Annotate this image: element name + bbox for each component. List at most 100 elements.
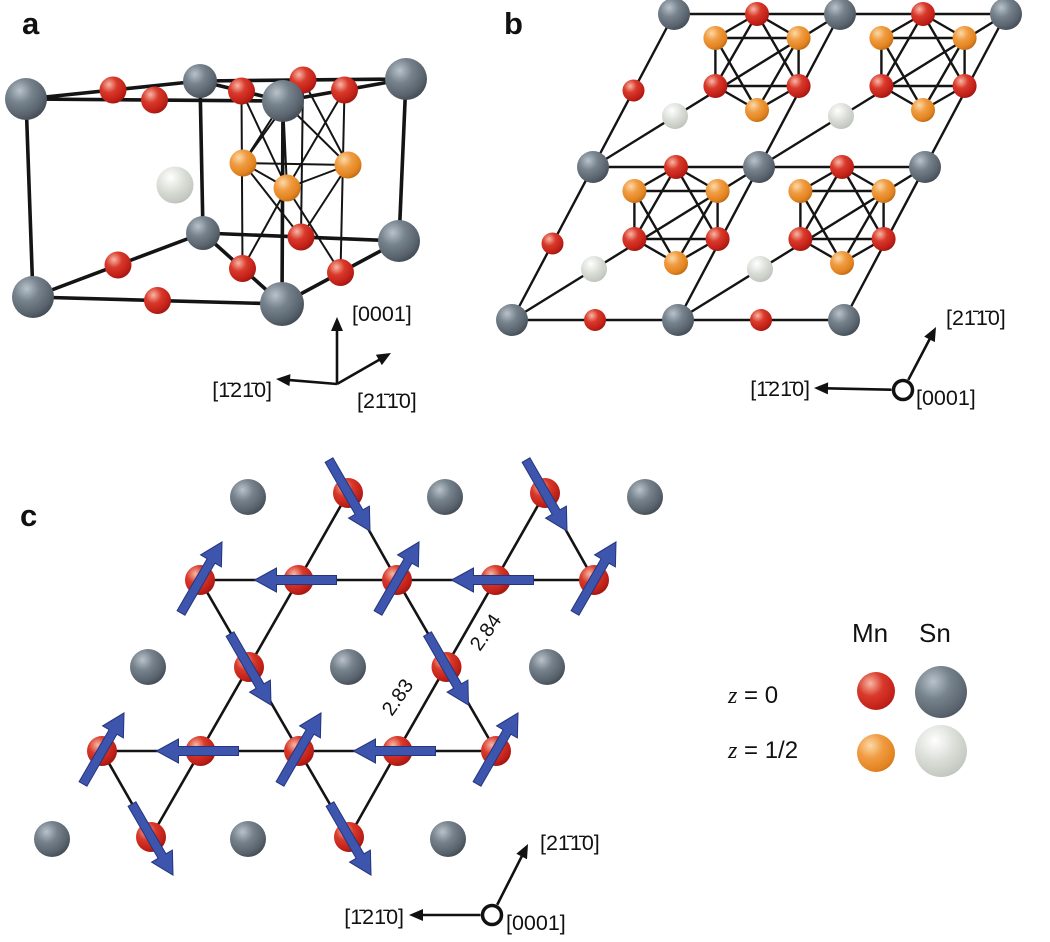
bond: [674, 189, 719, 265]
axis-label-2110-a: [21̄1̄0]: [357, 389, 417, 413]
z0-value: = 0: [737, 682, 779, 709]
atom-mn0: [99, 76, 127, 104]
axis-arrowhead: [331, 317, 343, 331]
bond: [397, 77, 408, 243]
bond: [799, 165, 844, 241]
axis-arrow-shaft: [825, 386, 892, 392]
atom-sn12: [156, 166, 194, 204]
atom-sn0: [824, 0, 856, 30]
atom-mn0: [141, 86, 168, 114]
spin-arrow: [253, 567, 337, 593]
spin-arrow: [325, 801, 372, 877]
atom-mn12: [786, 26, 811, 50]
atom-sn0: [186, 216, 220, 250]
atom-mn0: [952, 74, 977, 98]
spin-arrow: [275, 711, 322, 787]
axis-arrowhead: [375, 353, 391, 366]
axis-arrowhead: [516, 844, 528, 860]
atom-sn0: [662, 304, 694, 336]
legend-sphere-mn-z12: [857, 734, 895, 772]
axis-label-0001-a: [0001]: [352, 302, 412, 326]
bond: [302, 79, 349, 166]
atom-sn0: [743, 151, 775, 183]
bond: [674, 165, 719, 241]
atom-mn0: [331, 76, 358, 104]
atom-mn0: [830, 155, 854, 179]
axis-label-0001-c: [0001]: [506, 911, 566, 935]
atom-sn0: [378, 220, 420, 262]
atom-mn12: [703, 26, 728, 50]
atom-sn0: [130, 649, 166, 685]
atom-mn0: [786, 74, 811, 98]
bond: [840, 189, 885, 265]
panel-b-axis-labels: [21̄1̄0] [1̄21̄0] [0001]: [750, 306, 1006, 410]
atom-mn0: [664, 155, 688, 179]
atom-mn12: [830, 251, 854, 275]
atom-mn0: [287, 223, 315, 251]
atom-mn12: [745, 98, 769, 122]
bond: [633, 189, 678, 265]
atom-sn0: [385, 58, 427, 100]
bond: [149, 749, 202, 839]
bond: [240, 90, 244, 270]
bond: [633, 165, 678, 241]
spin-arrow: [422, 631, 470, 707]
bond: [286, 187, 342, 274]
axis-out-of-plane-icon: [480, 903, 504, 927]
atom-sn0: [230, 479, 266, 515]
bond: [241, 187, 288, 270]
bond: [714, 36, 759, 112]
atom-sn0: [430, 821, 466, 857]
z-symbol: z: [728, 683, 738, 709]
atom-mn12: [911, 98, 935, 122]
atom-mn0: [229, 255, 256, 282]
bond-length-283: 2.83: [378, 675, 418, 720]
atom-sn12: [662, 103, 688, 129]
spin-arrow: [225, 631, 272, 707]
atom-mn0: [228, 77, 255, 105]
atom-sn0: [909, 151, 941, 183]
atom-sn0: [230, 821, 266, 857]
atom-sn0: [529, 649, 565, 685]
bond: [286, 89, 346, 189]
atom-sn12: [747, 256, 773, 282]
atom-mn12: [273, 174, 301, 202]
atom-mn0: [871, 227, 896, 251]
spin-arrow: [521, 457, 568, 533]
atom-sn0: [427, 479, 463, 515]
bond: [880, 12, 925, 88]
axis-label-1210-c: [1̄21̄0]: [344, 905, 404, 929]
atom-sn12: [828, 103, 854, 129]
legend-header-sn: Sn: [919, 618, 951, 648]
panel-b-top-view: [496, 0, 1022, 336]
atom-sn12: [581, 256, 607, 282]
bond: [755, 36, 800, 112]
atom-sn0: [828, 304, 860, 336]
axis-label-0001-b: [0001]: [916, 386, 976, 410]
spin-arrow: [570, 540, 617, 616]
spin-arrow: [78, 711, 125, 787]
bond: [300, 164, 349, 238]
atom-sn0: [12, 276, 54, 318]
axis-arrowhead: [276, 374, 291, 387]
bond: [242, 162, 302, 238]
atom-sn0: [330, 649, 366, 685]
bond: [242, 162, 349, 166]
bond: [347, 749, 399, 839]
atom-sn0: [577, 151, 609, 183]
spin-arrow: [352, 738, 436, 764]
atom-sn0: [34, 821, 70, 857]
axis-out-of-plane-icon: [891, 378, 915, 402]
axis-label-1210-b: [1̄21̄0]: [750, 377, 810, 401]
panel-c-axis-labels: [21̄1̄0] [1̄21̄0] [0001]: [344, 831, 600, 935]
bond: [921, 12, 966, 88]
axis-arrow-shaft: [336, 357, 382, 386]
bond: [297, 491, 350, 582]
atom-sn0: [990, 0, 1022, 30]
bond: [840, 165, 885, 241]
panel-label-a: a: [22, 6, 40, 41]
atom-mn12: [869, 26, 894, 50]
atom-mn0: [703, 74, 728, 98]
